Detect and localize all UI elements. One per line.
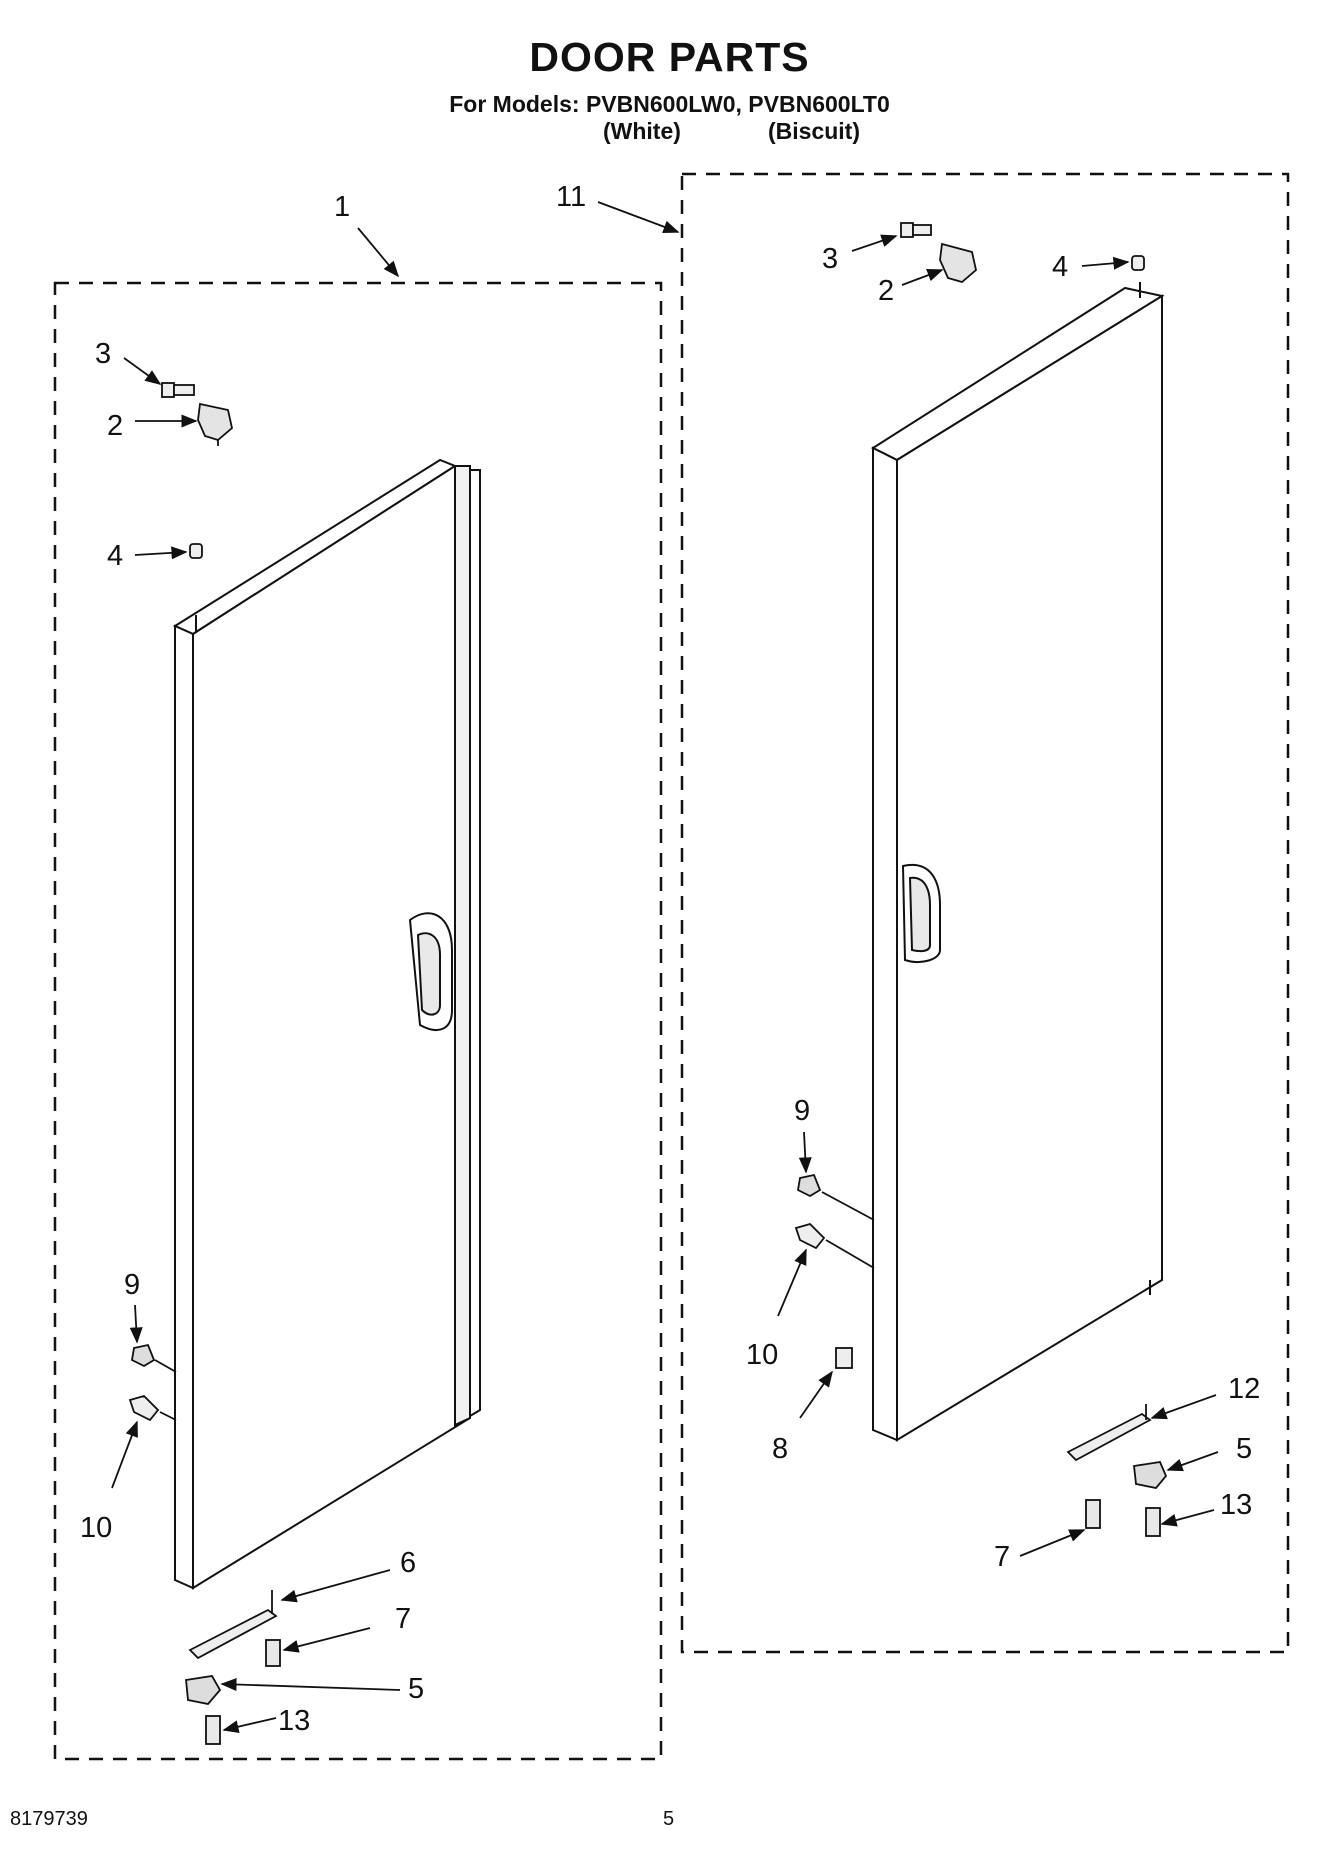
left-screw-part-13	[205, 1715, 221, 1745]
variant-white-label: (White)	[603, 118, 681, 144]
right-door-assembly-group-box	[680, 172, 1290, 1654]
right-bottom-hinge-part-5	[1133, 1461, 1168, 1489]
leader-line-right-9	[821, 1191, 875, 1221]
callout-left-13: 13	[278, 1705, 310, 1737]
right-door-handle	[901, 863, 941, 963]
leader-arrow-left-7	[282, 1627, 371, 1653]
left-hinge-screw-part-7	[265, 1639, 281, 1667]
right-hinge-screw-part-7	[1085, 1499, 1101, 1529]
left-hinge-pin-screw-part-3	[161, 382, 195, 398]
leader-arrow-right-8	[799, 1370, 833, 1419]
right-hinge-pin-screw-part-3	[900, 222, 932, 238]
callout-left-5: 5	[408, 1673, 424, 1705]
callout-right-7: 7	[994, 1541, 1010, 1573]
right-door-panel	[870, 282, 1165, 1442]
page-title: DOOR PARTS	[529, 34, 810, 80]
leader-arrow-right-4	[1081, 256, 1130, 270]
callout-left-9: 9	[124, 1269, 140, 1301]
leader-arrow-right-group	[597, 201, 680, 233]
callout-right-13: 13	[1220, 1489, 1252, 1521]
models-line: For Models: PVBN600LW0, PVBN600LT0	[449, 91, 890, 117]
leader-arrow-right-10	[777, 1248, 807, 1317]
callout-right-9: 9	[794, 1095, 810, 1127]
leader-line-right-10	[825, 1239, 875, 1269]
leader-arrow-left-4	[134, 546, 188, 560]
leader-arrow-right-13	[1160, 1509, 1215, 1527]
callout-right-2: 2	[878, 275, 894, 307]
left-screw-part-10	[128, 1394, 160, 1422]
leader-arrow-left-13	[222, 1717, 277, 1734]
leader-arrow-left-5	[220, 1678, 401, 1691]
leader-arrow-right-12	[1150, 1394, 1217, 1420]
callout-right-5: 5	[1236, 1433, 1252, 1465]
left-door-handle	[408, 912, 453, 1031]
leader-line-left-10	[159, 1411, 177, 1421]
leader-arrow-right-9	[798, 1131, 812, 1174]
right-bushing-part-4	[1131, 255, 1145, 271]
callout-left-10: 10	[80, 1512, 112, 1544]
callout-left-6: 6	[400, 1547, 416, 1579]
callout-right-10: 10	[746, 1339, 778, 1371]
callout-left-3: 3	[95, 338, 111, 370]
callout-right-12: 12	[1228, 1373, 1260, 1405]
document-number: 8179739	[10, 1808, 88, 1830]
right-screw-part-13	[1145, 1507, 1161, 1537]
right-door-stop-part-9	[797, 1173, 822, 1198]
callout-left-4: 4	[107, 540, 123, 572]
leader-arrow-right-7	[1019, 1529, 1086, 1557]
leader-arrow-right-2	[901, 269, 944, 286]
leader-arrow-right-3	[851, 234, 898, 252]
variant-biscuit-label: (Biscuit)	[768, 118, 860, 144]
callout-left-group: 1	[334, 191, 350, 223]
left-door-assembly-group-box	[53, 281, 663, 1761]
callout-right-3: 3	[822, 243, 838, 275]
right-gasket-piece-part-8	[835, 1347, 853, 1369]
right-screw-part-10	[794, 1222, 826, 1250]
callout-right-group: 11	[556, 181, 586, 213]
leader-line-left-9	[154, 1359, 177, 1373]
leader-arrow-right-5	[1166, 1451, 1219, 1472]
callout-right-8: 8	[772, 1433, 788, 1465]
leader-arrow-left-9	[129, 1304, 143, 1344]
callout-left-2: 2	[107, 410, 123, 442]
right-bottom-hinge-bracket-part-12	[1066, 1404, 1152, 1462]
left-bushing-part-4	[189, 543, 203, 559]
left-top-hinge-part-2	[197, 402, 233, 446]
right-top-hinge-part-2	[939, 242, 977, 283]
left-bottom-hinge-bracket-part-6	[188, 1590, 278, 1660]
page-number: 5	[663, 1808, 675, 1830]
leader-arrow-left-10	[111, 1420, 138, 1489]
leader-arrow-left-6	[280, 1569, 391, 1603]
left-door-panel	[172, 458, 481, 1590]
leader-arrow-left-group	[357, 227, 400, 278]
left-bottom-hinge-part-5	[185, 1675, 222, 1705]
left-door-stop-part-9	[131, 1343, 156, 1368]
leader-arrow-left-3	[123, 357, 162, 385]
callout-right-4: 4	[1052, 251, 1068, 283]
callout-left-7: 7	[395, 1603, 411, 1635]
